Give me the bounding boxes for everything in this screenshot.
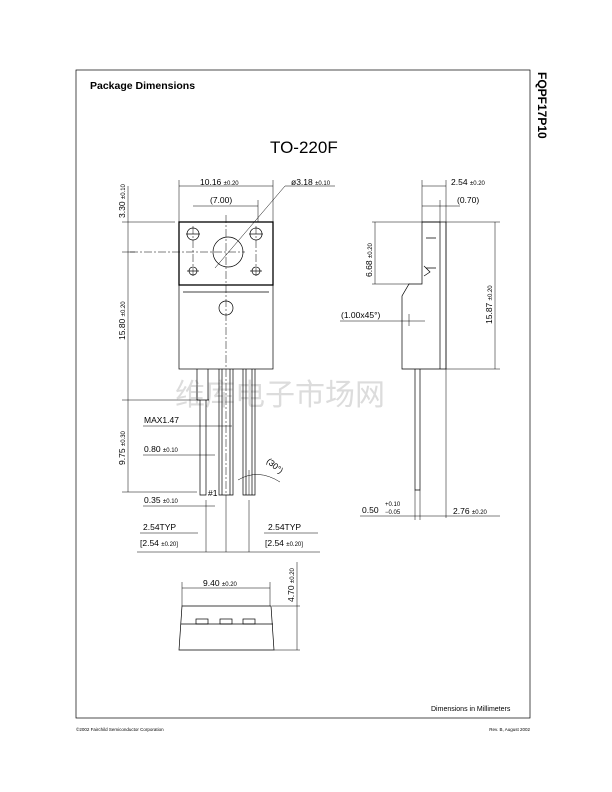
footer-copyright: ©2002 Fairchild Semiconductor Corporatio… xyxy=(76,726,164,732)
watermark: 维库电子市场网 xyxy=(175,379,385,412)
pitch-left-tol: [2.54 ±0.20] xyxy=(140,538,178,548)
max-lead-label: MAX1.47 xyxy=(144,415,179,425)
chamfer-label: (1.00x45°) xyxy=(341,310,380,320)
lead-thk-label: 0.50 xyxy=(362,505,379,515)
top-to-hole-label: 3.30 ±0.10 xyxy=(117,183,127,218)
bottom-view xyxy=(178,562,300,651)
lead-length-label: 9.75 ±0.30 xyxy=(117,430,127,465)
side-thickness-label: 2.54 ±0.20 xyxy=(451,177,486,187)
hole-spacing-label: (7.00) xyxy=(210,195,232,205)
hole-diameter-label: ø3.18 ±0.10 xyxy=(291,177,331,187)
front-view xyxy=(122,180,335,553)
part-number: FQPF17P10 xyxy=(535,72,549,139)
side-body-height-label: 15.87 ±0.20 xyxy=(484,285,494,324)
units-note: Dimensions in Millimeters xyxy=(431,706,511,713)
tab-offset-label: (0.70) xyxy=(457,195,479,205)
section-title: Package Dimensions xyxy=(90,80,195,92)
lead-width-label: 0.80 ±0.10 xyxy=(144,444,179,454)
pin1-label: #1 xyxy=(208,488,218,498)
page-frame xyxy=(75,69,531,719)
body-height-label: 15.80 ±0.20 xyxy=(117,301,127,340)
bottom-height-label: 4.70 ±0.20 xyxy=(286,567,296,602)
lead-thk-tol-minus: −0.05 xyxy=(385,510,401,516)
lead-thk-tol-plus: +0.10 xyxy=(385,502,401,508)
pitch-left-typ: 2.54TYP xyxy=(143,522,176,532)
footer-revision: Rev. B, August 2002 xyxy=(489,727,530,732)
bottom-width-label: 9.40 ±0.20 xyxy=(203,578,238,588)
front-width-label: 10.16 ±0.20 xyxy=(200,177,239,187)
side-view xyxy=(340,180,500,520)
pitch-right-tol: [2.54 ±0.20] xyxy=(265,538,303,548)
lead-offset-label: 2.76 ±0.20 xyxy=(453,506,488,516)
angle-label: (30°) xyxy=(265,456,286,476)
tab-height-label: 6.68 ±0.20 xyxy=(364,242,374,277)
pitch-right-typ: 2.54TYP xyxy=(268,522,301,532)
package-name: TO-220F xyxy=(270,138,338,157)
lead-thickness-label: 0.35 ±0.10 xyxy=(144,495,179,505)
